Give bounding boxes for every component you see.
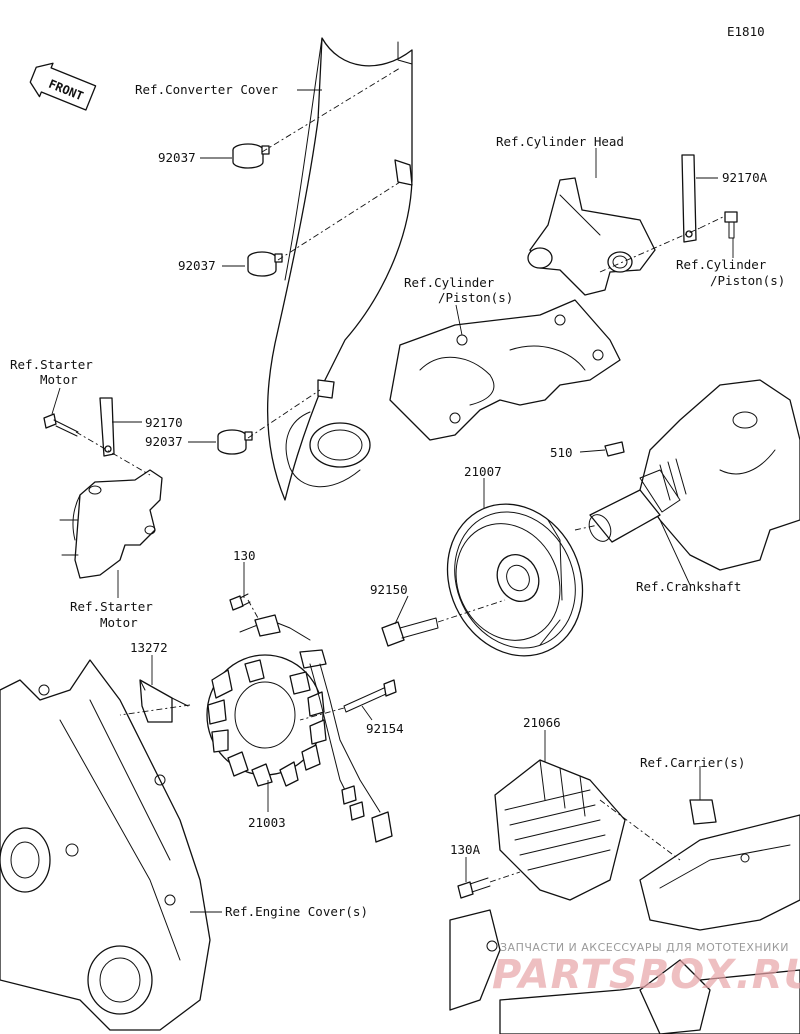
- engine-cover-part: [0, 659, 211, 1031]
- label-92170A: 92170A: [722, 170, 768, 185]
- cylinder-head-part: [527, 177, 656, 296]
- bolt-starter: [43, 413, 79, 437]
- watermark-line1: ЗАПЧАСТИ И АКСЕССУАРЫ ДЛЯ МОТОТЕХНИКИ: [500, 941, 789, 954]
- labels: Ref.Converter Cover 92037 92037 92037 Re…: [10, 82, 785, 919]
- clamp-92037-middle: [247, 251, 283, 277]
- label-ref-carriers: Ref.Carrier(s): [640, 755, 745, 770]
- cylinder-piston-part: [389, 299, 621, 441]
- label-21007: 21007: [464, 464, 502, 479]
- bolt-92154: [343, 679, 397, 713]
- label-130A: 130A: [450, 842, 481, 857]
- regulator-21066: [494, 759, 626, 901]
- label-92037-middle: 92037: [178, 258, 216, 273]
- starter-motor-part: [59, 469, 163, 579]
- diagram-code: E1810: [727, 24, 765, 39]
- label-ref-cyl-piston-right-1: Ref.Cylinder: [676, 257, 767, 272]
- label-21003: 21003: [248, 815, 286, 830]
- carrier-frame-part: [449, 799, 800, 1034]
- watermark: ЗАПЧАСТИ И АКСЕССУАРЫ ДЛЯ МОТОТЕХНИКИ PA…: [492, 941, 800, 998]
- label-92154: 92154: [366, 721, 404, 736]
- label-ref-starter-bottom-1: Ref.Starter: [70, 599, 153, 614]
- label-92170: 92170: [145, 415, 183, 430]
- label-ref-converter-cover: Ref.Converter Cover: [135, 82, 278, 97]
- label-92037-upper: 92037: [158, 150, 196, 165]
- label-ref-starter-top-1: Ref.Starter: [10, 357, 93, 372]
- label-21066: 21066: [523, 715, 561, 730]
- clamp-92037-upper: [232, 143, 270, 169]
- label-92150: 92150: [370, 582, 408, 597]
- label-130: 130: [233, 548, 256, 563]
- label-92037-lower: 92037: [145, 434, 183, 449]
- label-ref-cyl-piston-left-1: Ref.Cylinder: [404, 275, 495, 290]
- bolt-130A: [457, 877, 491, 899]
- leader-lines: [51, 67, 734, 913]
- key-510: [604, 441, 625, 457]
- label-ref-cyl-piston-left-2: /Piston(s): [438, 290, 513, 305]
- label-ref-cyl-piston-right-2: /Piston(s): [710, 273, 785, 288]
- clamp-92037-lower: [217, 429, 253, 455]
- label-510: 510: [550, 445, 573, 460]
- bolt-cylinder-right: [724, 211, 738, 239]
- label-ref-cylinder-head: Ref.Cylinder Head: [496, 134, 624, 149]
- label-ref-starter-top-2: Motor: [40, 372, 78, 387]
- stator-21003: [206, 614, 393, 843]
- label-ref-engine-covers: Ref.Engine Cover(s): [225, 904, 368, 919]
- label-ref-starter-bottom-2: Motor: [100, 615, 138, 630]
- bolt-92150: [381, 617, 439, 647]
- bracket-92170A: [681, 154, 697, 243]
- flywheel-rotor-21007: [446, 503, 584, 657]
- clip-13272: [139, 679, 189, 723]
- converter-cover-duct: [266, 37, 413, 501]
- label-ref-crankshaft: Ref.Crankshaft: [636, 579, 741, 594]
- crankshaft-part: [588, 379, 800, 571]
- bolt-130: [229, 593, 251, 611]
- front-arrow-icon: FRONT: [29, 62, 97, 111]
- label-13272: 13272: [130, 640, 168, 655]
- watermark-logo: PARTSBOX.RU: [492, 952, 800, 998]
